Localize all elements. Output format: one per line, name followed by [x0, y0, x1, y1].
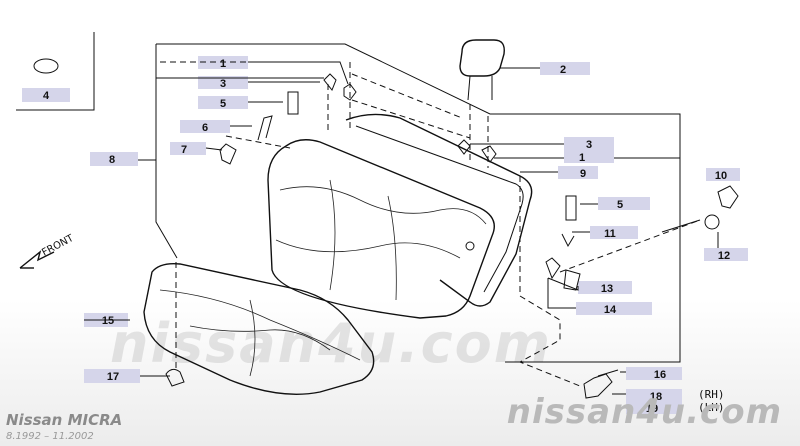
callout-12[interactable]: 12	[704, 248, 748, 262]
callout-17[interactable]: 17	[84, 369, 140, 383]
watermark: nissan4u.com	[506, 392, 782, 432]
svg-text:6: 6	[202, 122, 208, 134]
svg-text:15: 15	[102, 315, 114, 327]
svg-text:7: 7	[181, 144, 187, 156]
svg-text:5: 5	[220, 98, 226, 110]
callout-18[interactable]: 18	[626, 389, 682, 403]
model-period: 8.1992 – 11.2002	[6, 431, 94, 442]
side-label-rh: (RH)	[698, 388, 725, 401]
callout-19[interactable]: 19	[626, 401, 682, 415]
phantom-lines	[160, 61, 701, 387]
hinge-bracket-icon	[219, 73, 357, 165]
seat-back-icon	[267, 113, 533, 319]
front-label: FRONT	[40, 232, 76, 258]
callout-9[interactable]: 9	[558, 166, 598, 180]
callout-3-left[interactable]: 3	[198, 76, 248, 90]
lock-bracket-icon	[165, 139, 739, 399]
svg-text:3: 3	[220, 78, 226, 90]
svg-text:4: 4	[43, 90, 50, 102]
svg-text:3: 3	[586, 139, 592, 151]
callout-8[interactable]: 8	[90, 152, 138, 166]
side-label-lh: (LH)	[698, 401, 725, 414]
svg-text:9: 9	[580, 168, 586, 180]
callout-10[interactable]: 10	[706, 168, 740, 182]
svg-text:16: 16	[654, 369, 666, 381]
svg-text:17: 17	[107, 371, 119, 383]
callout-14[interactable]: 14	[576, 302, 652, 316]
svg-text:8: 8	[109, 154, 115, 166]
model-name: Nissan MICRA	[6, 411, 123, 429]
headrest-icon	[459, 39, 505, 101]
callout-5-right[interactable]: 5	[598, 197, 650, 211]
svg-text:1: 1	[579, 152, 585, 164]
svg-text:5: 5	[617, 199, 623, 211]
callout-4[interactable]: 4	[22, 88, 70, 102]
callout-1-right[interactable]: 1	[564, 150, 614, 164]
callout-3-right[interactable]: 3	[564, 137, 614, 151]
svg-text:13: 13	[601, 283, 613, 295]
leader-lines	[84, 61, 719, 395]
callout-6[interactable]: 6	[180, 120, 230, 134]
frame-lines	[16, 32, 681, 363]
callout-13[interactable]: 13	[578, 281, 632, 295]
svg-text:10: 10	[715, 170, 727, 182]
callout-16[interactable]: 16	[626, 367, 682, 381]
callout-11[interactable]: 11	[590, 226, 638, 240]
svg-text:11: 11	[604, 228, 616, 240]
svg-text:14: 14	[604, 304, 617, 316]
watermark-ghost: nissan4u.com	[110, 312, 553, 375]
svg-text:19: 19	[646, 403, 658, 415]
callout-7[interactable]: 7	[170, 142, 206, 156]
grommet-icon	[33, 58, 59, 74]
svg-text:18: 18	[650, 391, 662, 403]
svg-text:1: 1	[220, 58, 226, 70]
callout-5-left[interactable]: 5	[198, 96, 248, 110]
seat-cushion-icon	[143, 262, 375, 395]
front-arrow-icon: FRONT	[19, 232, 76, 269]
svg-text:2: 2	[560, 64, 566, 76]
callout-2[interactable]: 2	[540, 62, 590, 76]
svg-text:12: 12	[718, 250, 730, 262]
callout-1-left[interactable]: 1	[198, 56, 248, 70]
